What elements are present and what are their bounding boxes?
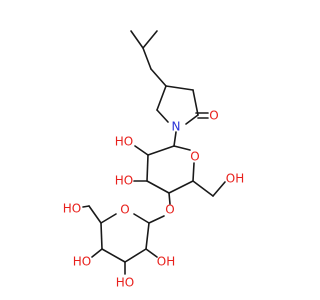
bond [101, 248, 126, 263]
bonds [82, 30, 226, 275]
atom-label-hydroxyl: HO [115, 135, 133, 149]
bond [192, 180, 214, 197]
bond [145, 248, 158, 258]
bond [192, 162, 195, 182]
bond [130, 30, 144, 49]
atom-label-carbonyl-oxygen: O [209, 109, 218, 123]
bond [150, 68, 167, 87]
bond [82, 205, 90, 208]
bond [100, 222, 103, 250]
bond [168, 180, 194, 194]
bond [145, 222, 150, 250]
atom-labels: N O HO HO O OH O HO O HO OH HO [63, 109, 244, 290]
bond [142, 30, 158, 49]
atom-label-ring-oxygen: O [190, 150, 199, 164]
atom-label-ring-oxygen: O [120, 203, 129, 217]
bond [88, 205, 102, 224]
bond [165, 85, 194, 91]
bond [91, 248, 103, 258]
bond [212, 181, 226, 197]
bond [168, 192, 171, 205]
bond [173, 131, 177, 147]
chemical-structure: N O HO HO O OH O HO O HO OH HO [63, 30, 244, 290]
atom-label-hydroxyl: OH [226, 172, 244, 186]
bond [100, 213, 117, 224]
atom-label-nitrogen: N [172, 120, 181, 134]
atom-label-hydroxyl: HO [115, 174, 133, 188]
atom-label-hydroxyl: OH [157, 255, 175, 269]
bond [146, 180, 170, 194]
atom-label-glycosidic-oxygen: O [165, 203, 174, 217]
bond [148, 215, 165, 224]
bond [156, 109, 169, 123]
bond [156, 85, 167, 111]
bond [133, 213, 150, 224]
bond [173, 145, 191, 151]
bond [147, 145, 175, 156]
bond [146, 154, 149, 182]
atom-label-hydroxyl: HO [63, 202, 81, 216]
bond [134, 145, 149, 156]
bond [124, 248, 147, 263]
bond [185, 114, 199, 125]
atom-label-hydroxyl: HO [73, 255, 91, 269]
bond [192, 89, 199, 116]
atom-label-hydroxyl: HO [116, 276, 134, 290]
bond [142, 47, 152, 70]
